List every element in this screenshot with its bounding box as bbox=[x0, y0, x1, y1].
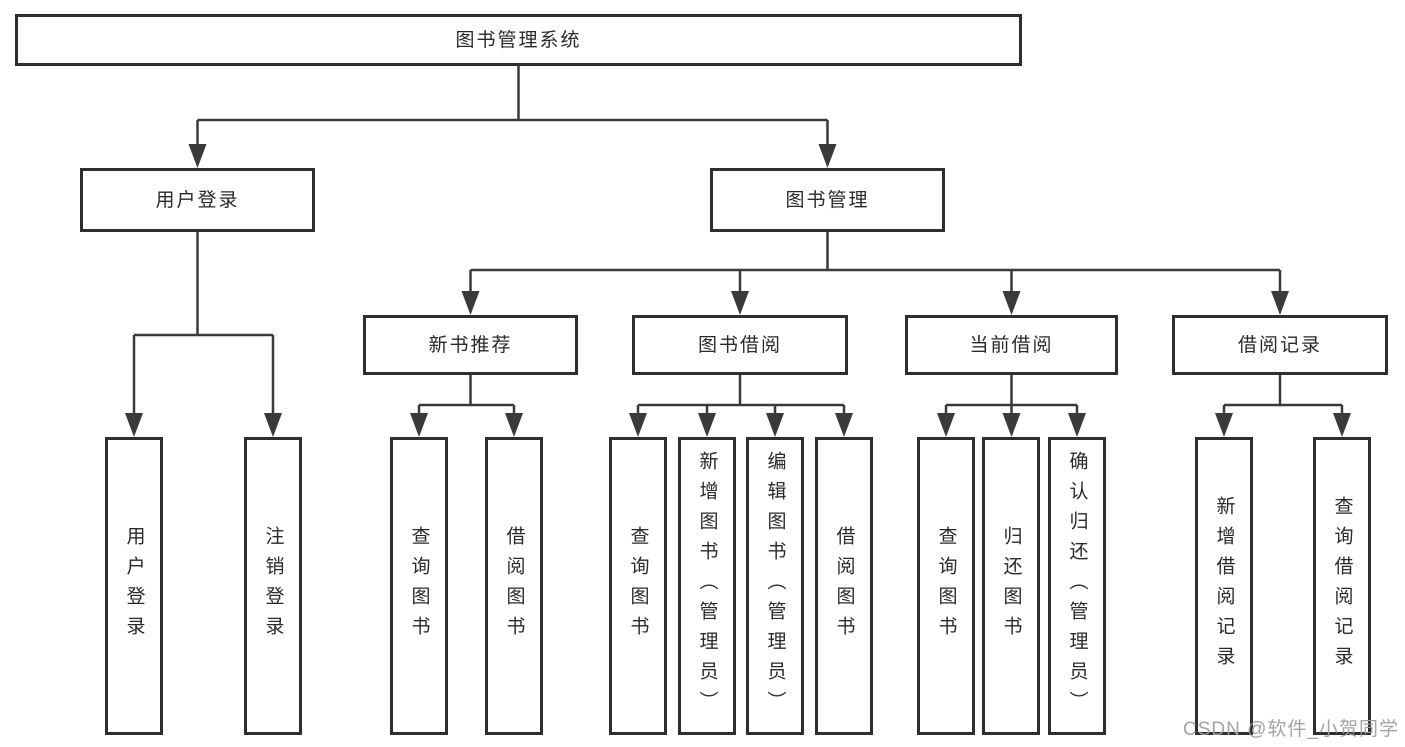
arrow-icon bbox=[1002, 413, 1021, 437]
arrow-icon bbox=[410, 413, 428, 437]
arrow-icon bbox=[505, 413, 523, 437]
node-user-login: 用户登录 bbox=[80, 168, 315, 232]
arrow-icon bbox=[818, 144, 837, 168]
leaf-logout: 注销登录 bbox=[244, 437, 302, 735]
arrow-icon bbox=[937, 413, 955, 437]
connector-recommend bbox=[417, 375, 516, 415]
connector-borrow bbox=[636, 375, 846, 415]
arrow-icon bbox=[264, 413, 282, 437]
node-book-management-system: 图书管理系统 bbox=[15, 14, 1022, 66]
leaf-user-login: 用户登录 bbox=[105, 437, 163, 735]
arrow-icon bbox=[698, 413, 716, 437]
node-borrow-records: 借阅记录 bbox=[1172, 315, 1388, 375]
node-new-book-recommend: 新书推荐 bbox=[363, 315, 578, 375]
leaf-query-borrow-record: 查询借阅记录 bbox=[1313, 437, 1371, 735]
node-current-borrow: 当前借阅 bbox=[905, 315, 1118, 375]
arrow-icon bbox=[1333, 413, 1351, 437]
leaf-query-books-borrow: 查询图书 bbox=[609, 437, 667, 735]
node-book-management: 图书管理 bbox=[710, 168, 945, 232]
leaf-edit-book-admin: 编辑图书（管理员） bbox=[746, 437, 804, 735]
node-book-borrow: 图书借阅 bbox=[632, 315, 848, 375]
connector-login bbox=[132, 232, 275, 414]
connector-root bbox=[196, 66, 829, 146]
leaf-borrow-books-borrow: 借阅图书 bbox=[815, 437, 873, 735]
leaf-query-books-current: 查询图书 bbox=[917, 437, 975, 735]
arrowheads bbox=[125, 144, 1351, 437]
leaf-query-books-recommend: 查询图书 bbox=[390, 437, 448, 735]
leaf-borrow-books-recommend: 借阅图书 bbox=[485, 437, 543, 735]
connector-management bbox=[469, 232, 1282, 292]
arrow-icon bbox=[188, 144, 207, 168]
connector-current bbox=[944, 375, 1079, 415]
leaf-add-book-admin: 新增图书（管理员） bbox=[678, 437, 736, 735]
leaf-return-book: 归还图书 bbox=[982, 437, 1040, 735]
arrow-icon bbox=[766, 413, 784, 437]
arrow-icon bbox=[1215, 413, 1233, 437]
arrow-icon bbox=[1002, 291, 1021, 315]
connector-records bbox=[1222, 375, 1344, 415]
arrow-icon bbox=[835, 413, 853, 437]
arrow-icon bbox=[731, 291, 749, 315]
arrow-icon bbox=[1271, 291, 1289, 315]
watermark: CSDN @软件_小贺同学 bbox=[1183, 719, 1399, 740]
arrow-icon bbox=[125, 413, 143, 437]
leaf-confirm-return-admin: 确认归还（管理员） bbox=[1048, 437, 1106, 735]
arrow-icon bbox=[461, 291, 480, 315]
arrow-icon bbox=[629, 413, 647, 437]
leaf-add-borrow-record: 新增借阅记录 bbox=[1195, 437, 1253, 735]
arrow-icon bbox=[1068, 413, 1086, 437]
